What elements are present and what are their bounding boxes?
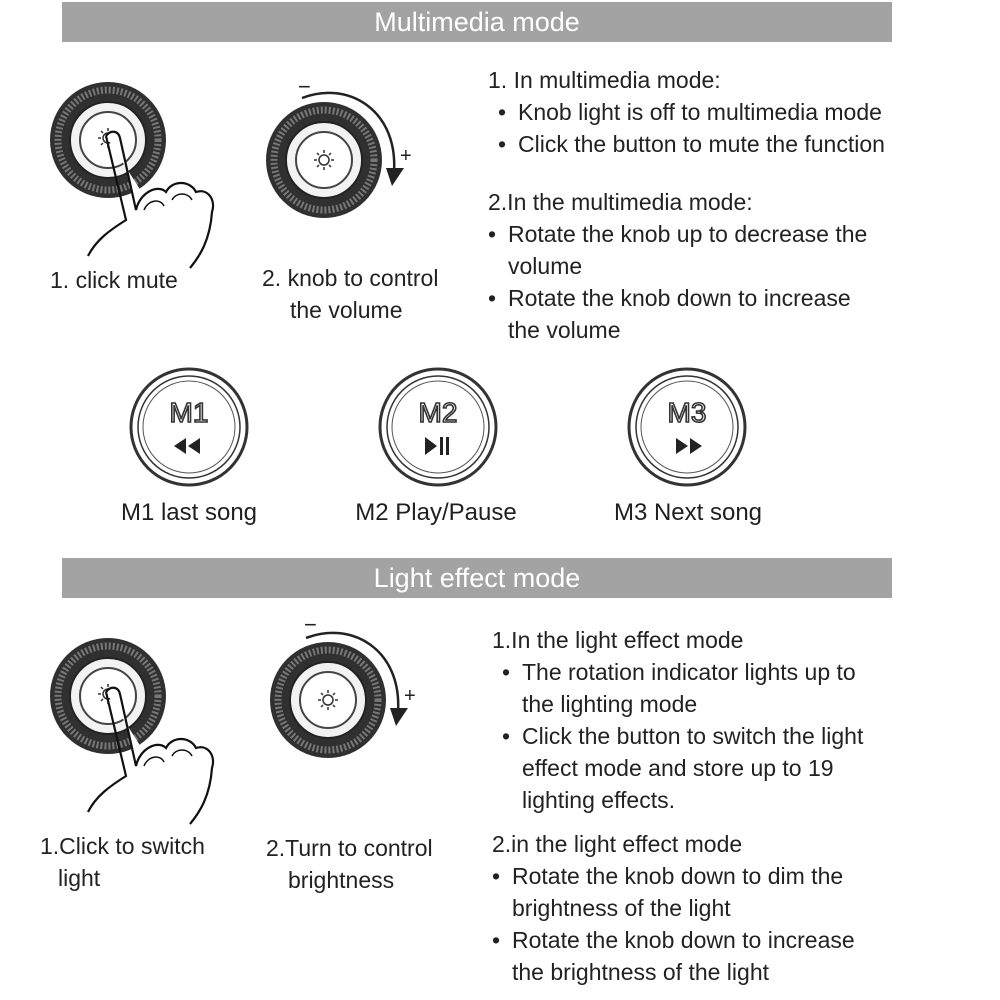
light-notes-1: 1.In the light effect mode •The rotation… [492,627,864,813]
m3-button: M3 [627,367,747,487]
m1-label: M1 last song [120,499,258,526]
rotating-knob-icon: − + [266,80,412,218]
m2-label: M2 Play/Pause [355,499,517,526]
m2-button: M2 [378,367,498,487]
m1-code: M1 [170,397,209,428]
caption-click-switch-light: 1.Click to switch light [40,833,205,891]
caption-knob-volume: 2. knob to control the volume [262,265,439,323]
minus-sign: − [298,80,311,99]
caption-click-mute: 1. click mute [50,267,178,293]
m3-label: M3 Next song [613,499,763,526]
multimedia-mode-banner: Multimedia mode [62,2,892,42]
multimedia-notes-1: 1. In multimedia mode: •Knob light is of… [488,67,885,157]
next-track-icon [676,438,702,454]
minus-sign: − [304,616,317,637]
light-notes-2: 2.in the light effect mode •Rotate the k… [492,831,855,985]
light-effect-mode-banner: Light effect mode [62,558,892,598]
sun-icon [314,150,334,170]
hand-press-knob-icon [50,638,215,825]
m1-button: M1 [129,367,249,487]
caption-turn-brightness: 2.Turn to control brightness [266,835,433,893]
plus-sign: + [404,685,416,707]
hand-press-knob-icon [50,82,215,269]
multimedia-notes-2: 2.In the multimedia mode: •Rotate the kn… [488,189,868,343]
m2-code: M2 [419,397,458,428]
previous-track-icon [174,438,200,454]
sun-icon [318,690,338,710]
plus-sign: + [400,145,412,167]
rotating-knob-icon: − + [270,616,416,758]
play-pause-icon [425,437,449,455]
m3-code: M3 [668,397,707,428]
